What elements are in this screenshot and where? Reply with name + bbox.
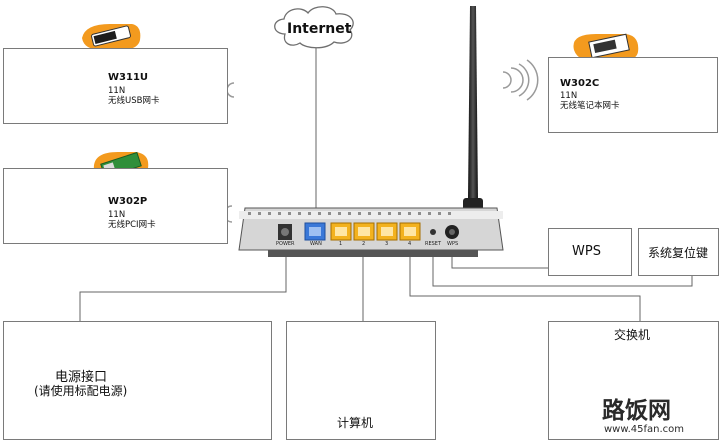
router-shape bbox=[238, 207, 504, 257]
port-label-lan4: 4 bbox=[408, 241, 412, 247]
wps-callout-box bbox=[548, 228, 632, 276]
internet-cloud-shape bbox=[274, 6, 354, 49]
port-label-wan: WAN bbox=[310, 241, 322, 247]
client-w302c-desc: 无线笔记本网卡 bbox=[560, 101, 620, 111]
computer-box bbox=[286, 321, 436, 440]
power-label: 电源接口 bbox=[55, 370, 108, 385]
port-label-lan3: 3 bbox=[385, 241, 389, 247]
port-label-lan1: 1 bbox=[339, 241, 343, 247]
client-w302p-box bbox=[3, 168, 228, 244]
power-line bbox=[79, 252, 287, 321]
client-w302c-box bbox=[548, 57, 718, 133]
power-box bbox=[3, 321, 272, 440]
client-w311u-spec: 11N bbox=[108, 86, 126, 96]
port-label-power: POWER bbox=[276, 241, 295, 247]
client-w311u-desc: 无线USB网卡 bbox=[108, 96, 160, 106]
client-w302p-desc: 无线PCI网卡 bbox=[108, 220, 156, 230]
client-w302c-spec: 11N bbox=[560, 91, 578, 101]
internet-label: Internet bbox=[287, 21, 352, 37]
power-note: (请使用标配电源) bbox=[34, 384, 128, 398]
client-w311u-model: W311U bbox=[108, 72, 149, 83]
port-label-lan2: 2 bbox=[362, 241, 366, 247]
watermark-url: www.45fan.com bbox=[604, 424, 685, 435]
port-label-reset: RESET bbox=[425, 241, 442, 247]
client-w302p-model: W302P bbox=[108, 196, 148, 207]
watermark-brand: 路饭网 bbox=[602, 398, 671, 424]
computer-label: 计算机 bbox=[337, 416, 374, 430]
switch-line bbox=[409, 252, 641, 321]
antenna-shape bbox=[463, 6, 483, 226]
reset-line bbox=[432, 252, 693, 287]
switch-label: 交换机 bbox=[614, 328, 651, 342]
port-label-wps: WPS bbox=[447, 241, 459, 247]
client-w302c-model: W302C bbox=[560, 78, 600, 89]
switch-box bbox=[548, 321, 719, 440]
reset-callout-label: 系统复位键 bbox=[648, 246, 709, 260]
client-w311u-box bbox=[3, 48, 228, 124]
client-w302p-spec: 11N bbox=[108, 210, 126, 220]
reset-callout-box bbox=[638, 228, 719, 276]
wps-callout-label: WPS bbox=[572, 244, 601, 259]
